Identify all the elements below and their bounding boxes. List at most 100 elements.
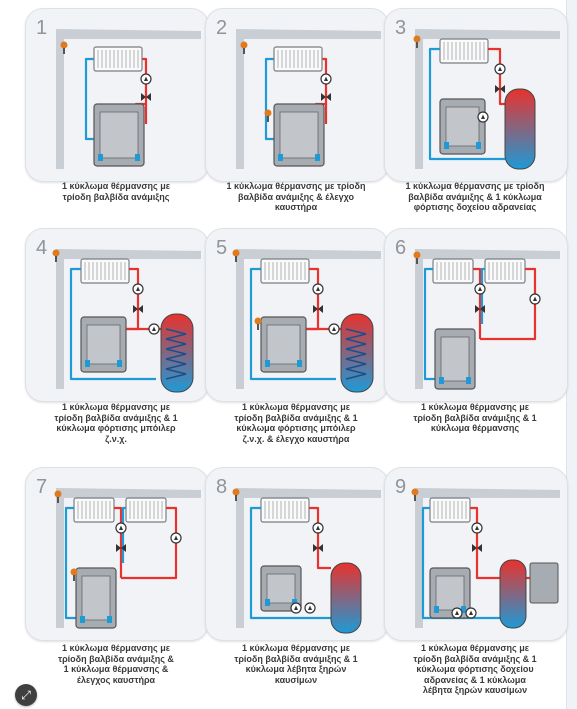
thermostat-icon xyxy=(70,568,78,576)
thermostat-stem xyxy=(73,575,75,581)
diagram-number: 4 xyxy=(36,237,48,259)
boiler-door xyxy=(445,106,480,147)
caption-line: αδρανείας & 1 κύκλωμα xyxy=(424,674,526,685)
pump-arrow xyxy=(152,326,156,331)
caption-line: 1 κύκλωμα θέρμανσης με xyxy=(242,643,350,653)
expand-arrows-icon: ⤢ xyxy=(21,687,31,702)
caption-line: έλεγχος καυστήρα xyxy=(76,674,156,685)
diagram-4-schematic xyxy=(52,249,201,393)
boiler-door xyxy=(266,324,301,365)
caption-line: κύκλωμα φόρτισης δοχείου xyxy=(416,664,534,674)
caption-line: τρίοδη βαλβίδα ανάμιξης & 1 xyxy=(413,412,537,423)
caption-line: ζ.ν.χ. & έλεγχο καυστήρα xyxy=(242,433,350,444)
thermostat-icon xyxy=(232,249,240,257)
caption-line: καυστήρα xyxy=(274,202,318,212)
thermostat-stem xyxy=(57,497,59,503)
diagram-5-schematic xyxy=(232,249,381,393)
three-way-valve-icon xyxy=(116,544,126,552)
diagram-3-schematic xyxy=(413,29,560,170)
diagram-card-3[interactable]: 3 xyxy=(384,8,568,182)
thermostat-stem xyxy=(55,256,57,262)
diagram-card-2[interactable]: 2 xyxy=(205,8,389,182)
caption-line: βαλβίδα ανάμιξης & έλεγχο xyxy=(238,191,354,202)
storage-tank-icon xyxy=(504,88,536,170)
thermostat-icon xyxy=(264,109,272,117)
boiler-door xyxy=(266,573,296,604)
diagram-caption: 1 κύκλωμα θέρμανσης με τρίοδη βαλβίδα αν… xyxy=(388,402,562,434)
caption-line: 1 κύκλωμα θέρμανσης με xyxy=(62,643,170,653)
diagram-number: 2 xyxy=(216,17,228,39)
diagram-1-schematic xyxy=(56,29,201,169)
diagram-caption: 1 κύκλωμα θέρμανσης με τρίοδη βαλβίδα αν… xyxy=(209,643,383,685)
caption-line: τρίοδη βαλβίδα ανάμιξης xyxy=(62,191,170,202)
diagram-number: 3 xyxy=(395,17,407,39)
thermostat-icon xyxy=(413,251,421,259)
diagram-caption: 1 κύκλωμα θέρμανσης με τρίοδη βαλβίδα αν… xyxy=(209,181,383,213)
diagram-card-8[interactable]: 8 xyxy=(205,467,389,641)
boiler-connector xyxy=(265,599,270,606)
thermostat-stem xyxy=(63,48,65,54)
caption-line: κύκλωμα θέρμανσης xyxy=(430,423,520,433)
boiler-door xyxy=(81,575,111,621)
return-pipe xyxy=(249,267,336,381)
pump-arrow xyxy=(119,525,123,530)
boiler-connector xyxy=(315,154,320,161)
boiler-connector xyxy=(107,616,112,623)
boiler-door xyxy=(99,111,139,159)
diagram-number: 6 xyxy=(395,237,407,259)
pump-arrow xyxy=(475,525,479,530)
diagram-card-5[interactable]: 5 xyxy=(205,228,389,402)
storage-tank-icon xyxy=(160,313,194,393)
pump-arrow xyxy=(174,535,178,540)
caption-line: 1 κύκλωμα θέρμανσης με xyxy=(421,402,529,412)
pump-arrow xyxy=(308,605,312,610)
supply-pipe xyxy=(473,267,482,339)
diagram-card-7[interactable]: 7 xyxy=(25,467,209,641)
thermostat-icon xyxy=(60,41,68,49)
three-way-valve-icon xyxy=(321,93,331,101)
pump-arrow xyxy=(481,114,485,119)
boiler-door xyxy=(279,111,319,159)
boiler-connector xyxy=(98,154,103,161)
diagram-number: 1 xyxy=(36,17,48,39)
expand-button[interactable]: ⤢ xyxy=(15,684,37,706)
storage-tank-icon xyxy=(340,313,374,393)
thermostat-stem xyxy=(235,495,237,501)
supply-pipe xyxy=(309,506,331,570)
storage-tank-icon xyxy=(499,559,527,629)
boiler-connector xyxy=(466,377,471,384)
pump-arrow xyxy=(498,66,502,71)
caption-line: φόρτισης δοχείου αδρανείας xyxy=(413,202,537,212)
boiler-connector xyxy=(117,360,122,367)
thermostat-icon xyxy=(411,488,419,496)
diagram-6-schematic xyxy=(413,249,560,390)
diagram-card-6[interactable]: 6 xyxy=(384,228,568,402)
thermostat-icon xyxy=(254,317,262,325)
diagram-number: 7 xyxy=(36,476,48,498)
boiler-door xyxy=(440,336,470,382)
diagram-card-1[interactable]: 1 xyxy=(25,8,209,182)
diagram-caption: 1 κύκλωμα θέρμανσης με τρίοδη βαλβίδα αν… xyxy=(29,643,203,685)
three-way-valve-icon xyxy=(472,544,482,552)
pump-arrow xyxy=(136,286,140,291)
boiler-connector xyxy=(444,142,449,149)
three-way-valve-icon xyxy=(141,93,151,101)
diagram-card-4[interactable]: 4 xyxy=(25,228,209,402)
diagram-8-schematic xyxy=(232,488,381,634)
boiler-connector xyxy=(434,606,439,613)
caption-line: 1 κύκλωμα θέρμανσης με xyxy=(62,181,170,191)
pump-arrow xyxy=(324,76,328,81)
diagram-caption: 1 κύκλωμα θέρμανσης με τρίοδη βαλβίδα αν… xyxy=(29,181,203,202)
diagram-number: 9 xyxy=(395,476,407,498)
diagram-number: 8 xyxy=(216,476,228,498)
caption-line: ζ.ν.χ. xyxy=(105,433,127,444)
diagram-card-9[interactable]: 9 xyxy=(384,467,568,641)
thermostat-icon xyxy=(52,249,60,257)
pump-arrow xyxy=(144,76,148,81)
return-pipe xyxy=(264,57,276,141)
boiler-connector xyxy=(461,606,466,613)
boiler-connector xyxy=(278,154,283,161)
boiler-door xyxy=(435,575,465,611)
diagram-caption: 1 κύκλωμα θέρμανσης με τρίοδη βαλβίδα αν… xyxy=(388,643,562,696)
